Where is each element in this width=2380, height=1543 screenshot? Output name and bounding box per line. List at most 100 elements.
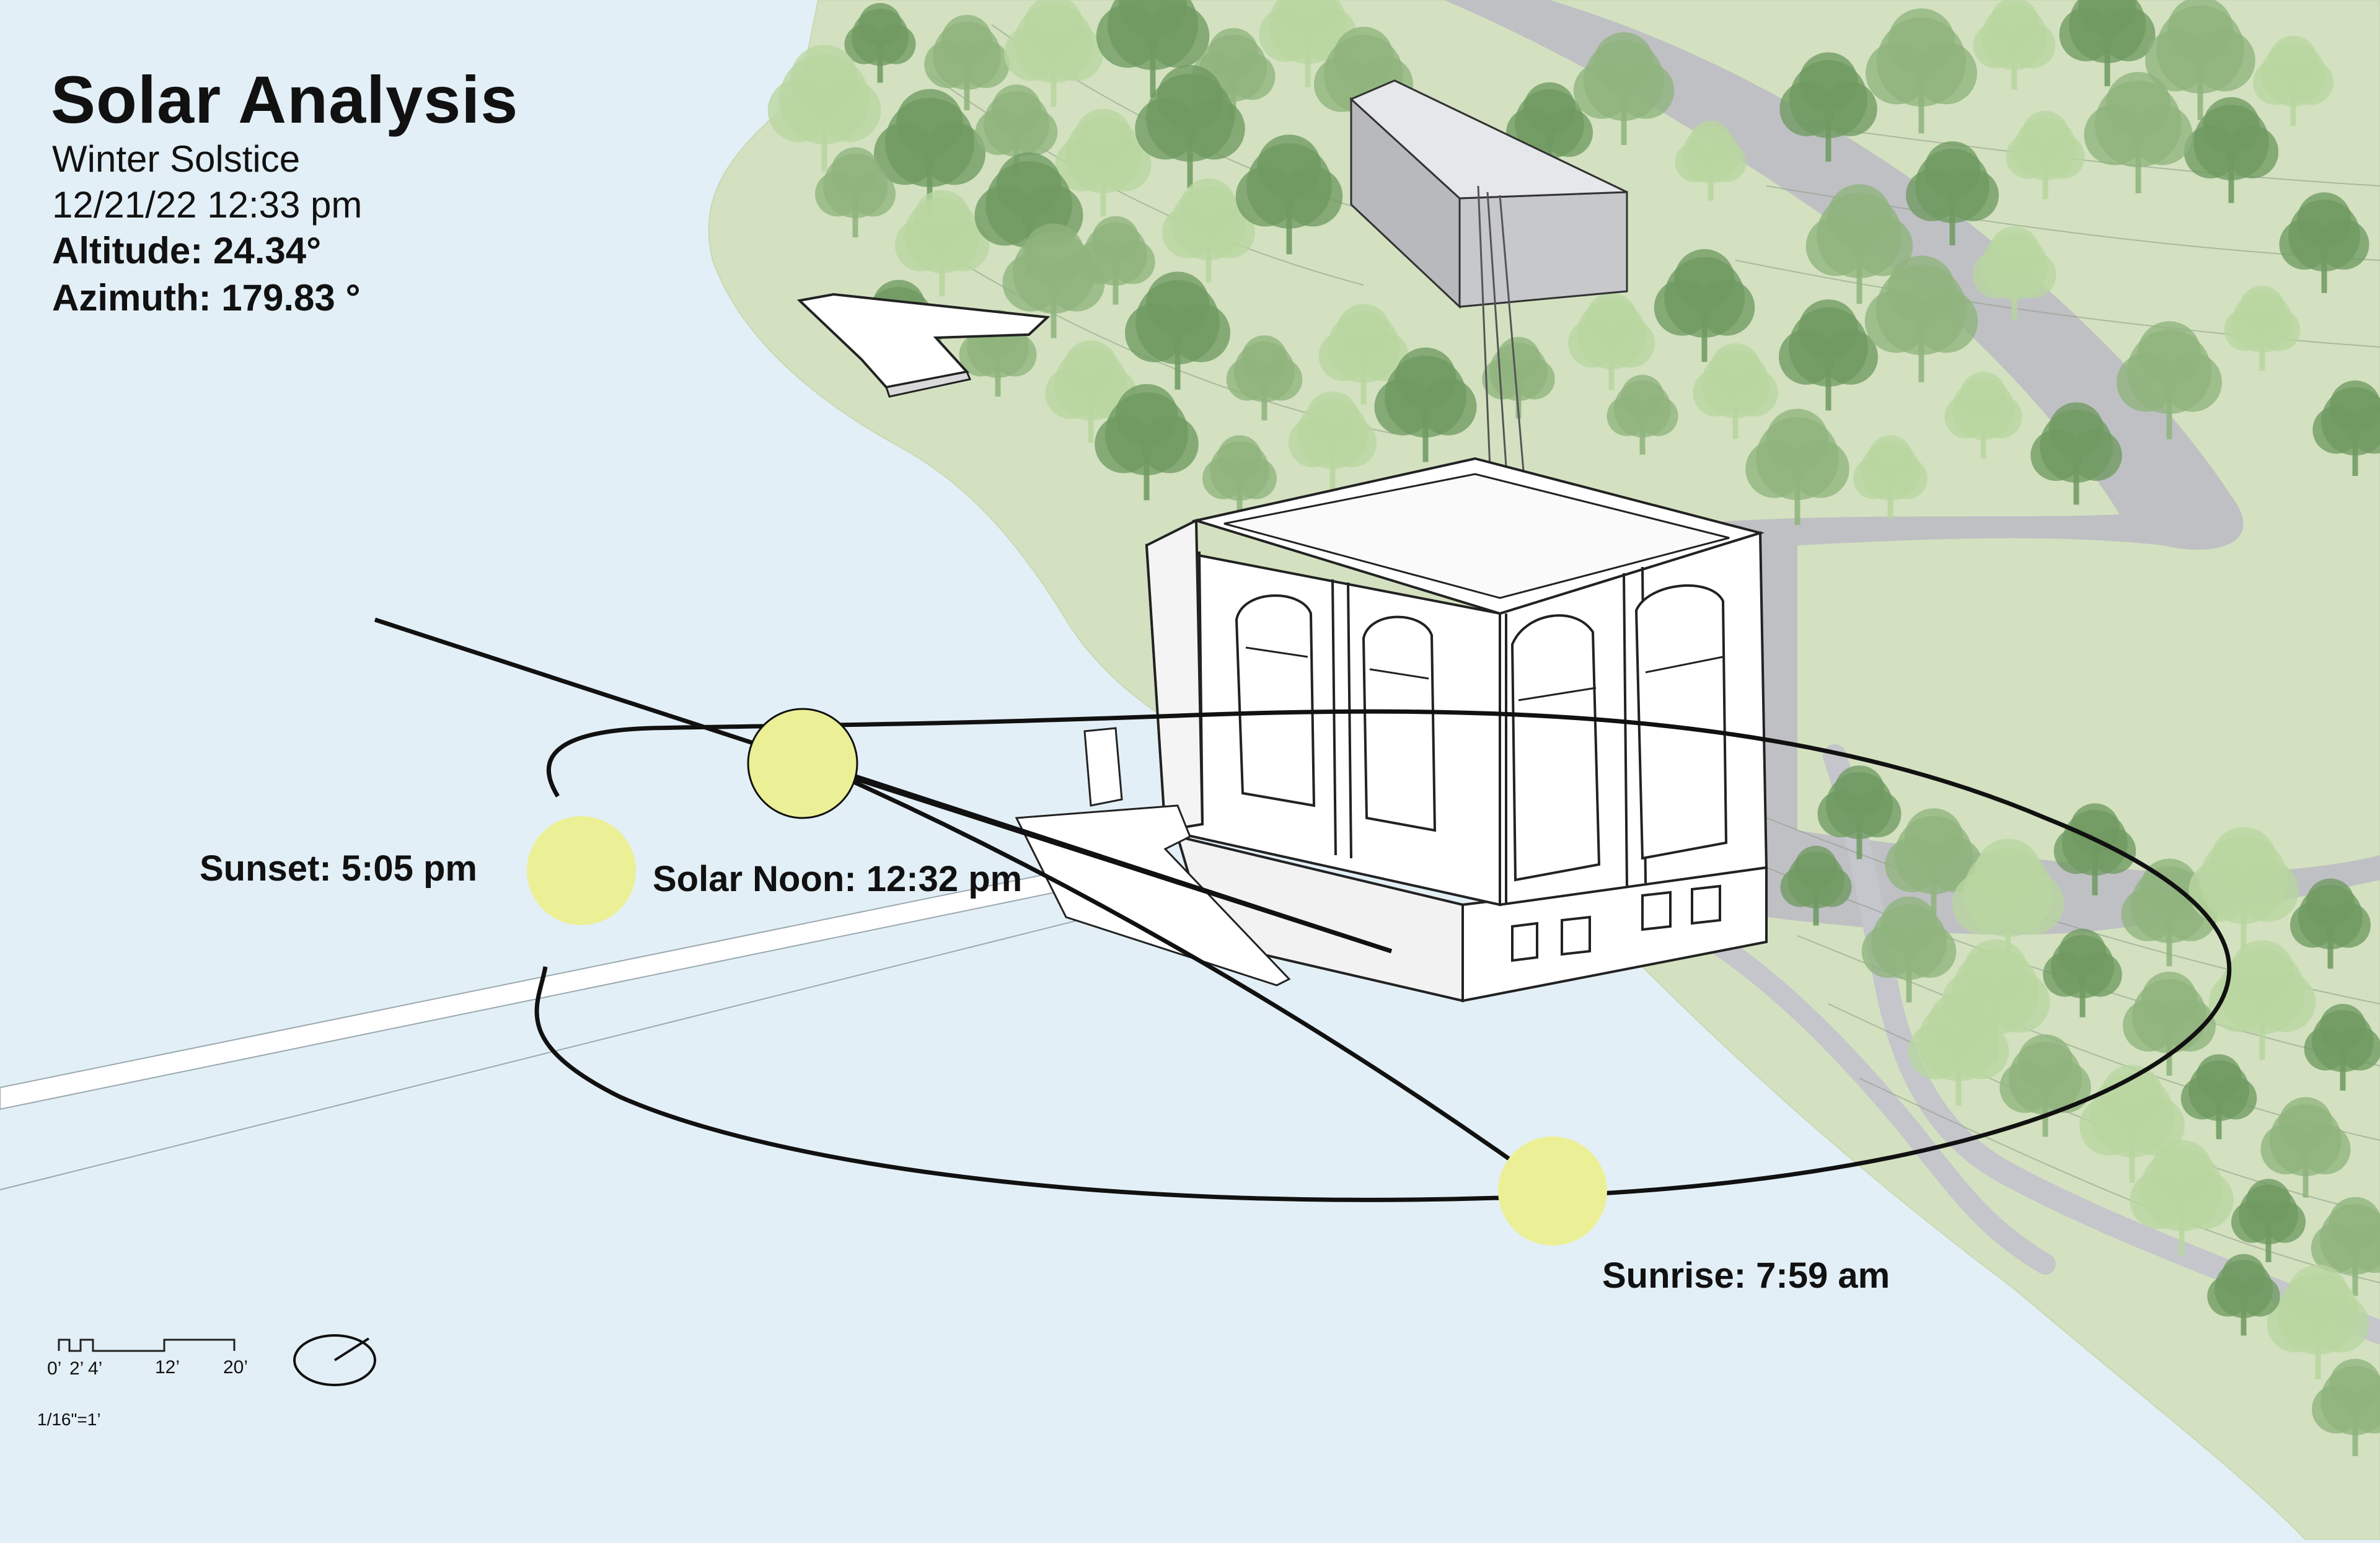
- window-left-2: [1364, 617, 1435, 830]
- window-right-2: [1636, 586, 1726, 858]
- tree-crown: [1835, 765, 1885, 815]
- page-title: Solar Analysis: [51, 61, 518, 138]
- tree-crown: [2306, 879, 2355, 927]
- tree-crown: [2059, 929, 2107, 977]
- tree-crown: [1257, 134, 1321, 199]
- tree-crown: [941, 15, 993, 66]
- tree-crown: [1990, 0, 2039, 47]
- tree-crown: [2329, 1359, 2380, 1411]
- tree-crown: [1795, 846, 1838, 889]
- tree-crown: [2279, 1097, 2333, 1151]
- scale-tick-0: 0’: [47, 1358, 61, 1379]
- tree-crown: [2298, 192, 2351, 246]
- tree-crown: [2100, 1065, 2164, 1128]
- tree-crown: [1334, 27, 1393, 86]
- tree-crown: [2018, 1034, 2073, 1089]
- tree-crown: [2230, 940, 2294, 1004]
- scale-tick-20: 20’: [223, 1357, 248, 1378]
- tree-crown: [1337, 304, 1391, 358]
- tree-crown: [2022, 111, 2069, 159]
- tree-crown: [2269, 36, 2317, 84]
- tree-crown: [1975, 839, 2042, 906]
- tree-crown: [1395, 348, 1457, 409]
- tree-crown: [1023, 224, 1085, 285]
- subtitle: Winter Solstice: [52, 138, 300, 180]
- tree-crown: [790, 45, 858, 112]
- tree-crown: [2141, 972, 2197, 1027]
- sunrise-label: Sunrise: 7:59 am: [1602, 1255, 1890, 1296]
- tree-crown: [2222, 1254, 2266, 1298]
- tree-crown: [1960, 372, 2007, 418]
- tree-crown: [2246, 1179, 2291, 1223]
- tree-crown: [1963, 939, 2029, 1004]
- tree-crown: [1880, 897, 1937, 954]
- datetime: 12/21/22 12:33 pm: [52, 183, 362, 226]
- tree-crown: [1092, 216, 1140, 264]
- base-window-1: [1512, 923, 1537, 961]
- tree-crown: [1585, 293, 1637, 345]
- scale-tick-2: 2’: [69, 1358, 84, 1379]
- tree-crown: [1621, 375, 1664, 418]
- tree-crown: [1241, 335, 1287, 381]
- window-left-1: [1236, 596, 1314, 806]
- scale-tick-12: 12’: [155, 1357, 180, 1378]
- tree-crown: [2211, 827, 2277, 894]
- tree-crown: [1868, 435, 1913, 480]
- tree-crown: [1593, 32, 1654, 93]
- tree-crown: [1690, 121, 1732, 164]
- tree-crown: [2320, 1004, 2366, 1050]
- tree-crown: [859, 3, 902, 46]
- scale-tick-4: 4’: [88, 1358, 102, 1379]
- tree-crown: [1799, 299, 1858, 359]
- tree-crown: [1674, 249, 1735, 310]
- tree-crown: [2239, 286, 2285, 332]
- tree-crown: [1710, 343, 1761, 395]
- tree-crown: [2106, 72, 2171, 137]
- tree-crown: [1905, 808, 1963, 867]
- base-window-2: [1562, 917, 1590, 954]
- tree-crown: [1146, 271, 1209, 335]
- tree-crown: [2329, 1197, 2380, 1251]
- azimuth: Azimuth: 179.83 °: [52, 276, 360, 319]
- sunset-label: Sunset: 5:05 pm: [200, 848, 477, 889]
- tree-crown: [1116, 384, 1178, 447]
- tree-crown: [914, 190, 971, 247]
- tree-crown: [2070, 803, 2120, 853]
- altitude: Altitude: 24.34°: [52, 229, 321, 272]
- window-right-1: [1512, 615, 1599, 880]
- tree-crown: [1181, 178, 1236, 234]
- tree-crown: [992, 84, 1041, 134]
- tree-crown: [1064, 340, 1119, 395]
- tree-crown: [1306, 392, 1359, 445]
- tree-crown: [2330, 380, 2380, 432]
- tree-crown: [1924, 141, 1980, 197]
- tree-crown: [2288, 1265, 2349, 1326]
- tree-crown: [1827, 184, 1892, 248]
- tree-crown: [1523, 82, 1576, 134]
- tree-crown: [1888, 9, 1955, 76]
- base-window-4: [1692, 886, 1720, 923]
- tree-crown: [1157, 65, 1223, 131]
- tree-crown: [1928, 993, 1989, 1053]
- tree-crown: [831, 147, 879, 196]
- entry-stair: [1085, 728, 1122, 806]
- sun-noon: [748, 709, 857, 818]
- tree-crown: [2196, 1054, 2242, 1100]
- tree-crown: [1209, 28, 1259, 78]
- solar-noon-label: Solar Noon: 12:32 pm: [653, 858, 1022, 900]
- tree-crown: [2138, 321, 2201, 384]
- base-window-3: [1642, 892, 1670, 930]
- sun-sunrise: [1498, 1136, 1607, 1246]
- tree-crown: [2049, 402, 2104, 457]
- tree-crown: [1799, 52, 1858, 111]
- tree-crown: [1075, 109, 1132, 167]
- tree-crown: [2203, 97, 2260, 154]
- tree-crown: [1766, 409, 1829, 472]
- tree-crown: [1497, 337, 1541, 381]
- tree-crown: [896, 89, 963, 156]
- tree-crown: [1217, 435, 1262, 480]
- tree-crown: [1990, 226, 2040, 276]
- scale-ratio: 1/16"=1’: [37, 1410, 101, 1430]
